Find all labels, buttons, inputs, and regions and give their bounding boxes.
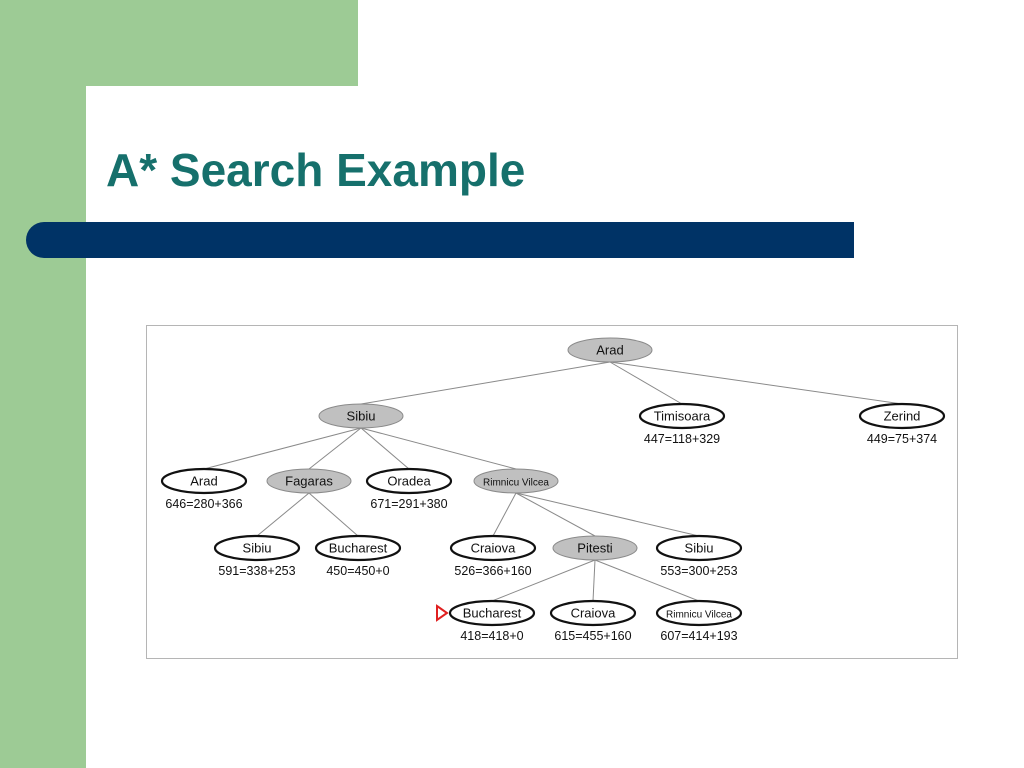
- tree-edge-pitesti-to-craiova-2: [592, 559, 596, 602]
- node-f-value: 591=338+253: [218, 564, 295, 578]
- tree-node-rimnicu-vilcea: Rimnicu Vilcea: [473, 468, 559, 494]
- node-f-value: 450=450+0: [326, 564, 389, 578]
- node-label: Rimnicu Vilcea: [483, 478, 549, 489]
- node-label: Rimnicu Vilcea: [666, 610, 732, 621]
- tree-edge-pitesti-to-bucharest-goal: [491, 559, 596, 602]
- node-ellipse: [365, 467, 453, 495]
- node-label: Bucharest: [463, 606, 522, 621]
- node-f-value: 526=366+160: [454, 564, 531, 578]
- tree-node-oradea: Oradea 671=291+380: [365, 467, 453, 511]
- node-label: Bucharest: [329, 541, 388, 556]
- tree-node-arad-2: Arad 646=280+366: [160, 467, 248, 511]
- node-f-value: 615=455+160: [554, 629, 631, 643]
- tree-node-craiova-1: Craiova 526=366+160: [449, 534, 537, 578]
- node-label: Sibiu: [685, 541, 714, 556]
- tree-edge-rimnicu-vilcea-to-craiova-1: [492, 492, 517, 537]
- node-label: Craiova: [571, 606, 617, 621]
- tree-node-sibiu-2: Sibiu 591=338+253: [213, 534, 301, 578]
- tree-node-timisoara: Timisoara 447=118+329: [638, 402, 726, 446]
- tree-node-pitesti: Pitesti: [552, 535, 638, 561]
- node-f-value: 553=300+253: [660, 564, 737, 578]
- tree-edge-arad-root-to-sibiu: [360, 361, 611, 405]
- tree-node-craiova-2: Craiova 615=455+160: [549, 599, 637, 643]
- node-label: Sibiu: [347, 409, 376, 424]
- tree-edge-fagaras-to-bucharest-1: [308, 492, 359, 537]
- node-label: Arad: [190, 474, 217, 489]
- tree-node-fagaras: Fagaras: [266, 468, 352, 494]
- node-f-value: 418=418+0: [460, 629, 523, 643]
- node-label: Craiova: [471, 541, 517, 556]
- tree-edge-sibiu-to-arad-2: [203, 427, 362, 470]
- tree-node-arad-root: Arad: [567, 337, 653, 363]
- slide-title: A* Search Example: [106, 144, 526, 196]
- tree-edge-rimnicu-vilcea-to-pitesti: [515, 492, 596, 537]
- node-f-value: 607=414+193: [660, 629, 737, 643]
- node-label: Zerind: [884, 409, 921, 424]
- node-label: Fagaras: [285, 474, 333, 489]
- node-ellipse: [552, 535, 638, 561]
- node-f-value: 447=118+329: [644, 432, 720, 446]
- tree-edge-sibiu-to-oradea: [360, 427, 410, 470]
- tree-edge-pitesti-to-rimnicu-vilcea-2: [594, 559, 700, 602]
- node-label: Sibiu: [243, 541, 272, 556]
- node-ellipse: [448, 599, 536, 627]
- tree-edge-arad-root-to-timisoara: [609, 361, 683, 405]
- tree-edge-fagaras-to-sibiu-2: [256, 492, 310, 537]
- node-f-value: 646=280+366: [165, 497, 242, 511]
- node-ellipse: [549, 599, 637, 627]
- tree-edge-rimnicu-vilcea-to-sibiu-3: [515, 492, 700, 537]
- tree-edge-sibiu-to-rimnicu-vilcea: [360, 427, 517, 470]
- goal-arrow-icon: [436, 604, 449, 622]
- tree-edge-arad-root-to-zerind: [609, 361, 903, 405]
- tree-node-bucharest-1: Bucharest 450=450+0: [314, 534, 402, 578]
- node-ellipse: [567, 337, 653, 363]
- tree-node-rimnicu-vilcea-2: Rimnicu Vilcea 607=414+193: [655, 599, 743, 643]
- node-ellipse: [638, 402, 726, 430]
- node-ellipse: [314, 534, 402, 562]
- node-ellipse: [449, 534, 537, 562]
- node-label: Arad: [596, 343, 623, 358]
- node-ellipse: [655, 599, 743, 627]
- node-ellipse: [160, 467, 248, 495]
- tree-node-sibiu: Sibiu: [318, 403, 404, 429]
- node-label: Pitesti: [577, 541, 613, 556]
- node-label: Oradea: [387, 474, 431, 489]
- node-f-value: 449=75+374: [867, 432, 937, 446]
- top-band-decoration: [0, 0, 358, 86]
- node-label: Timisoara: [654, 409, 711, 424]
- tree-node-bucharest-goal: Bucharest 418=418+0: [436, 599, 536, 643]
- title-accent-bar: [26, 222, 854, 258]
- tree-node-zerind: Zerind 449=75+374: [858, 402, 946, 446]
- node-ellipse: [266, 468, 352, 494]
- node-ellipse: [473, 468, 559, 494]
- node-f-value: 671=291+380: [370, 497, 447, 511]
- node-ellipse: [655, 534, 743, 562]
- node-ellipse: [858, 402, 946, 430]
- side-band-decoration: [0, 0, 86, 768]
- node-ellipse: [213, 534, 301, 562]
- tree-node-sibiu-3: Sibiu 553=300+253: [655, 534, 743, 578]
- node-ellipse: [318, 403, 404, 429]
- tree-edge-sibiu-to-fagaras: [308, 427, 362, 470]
